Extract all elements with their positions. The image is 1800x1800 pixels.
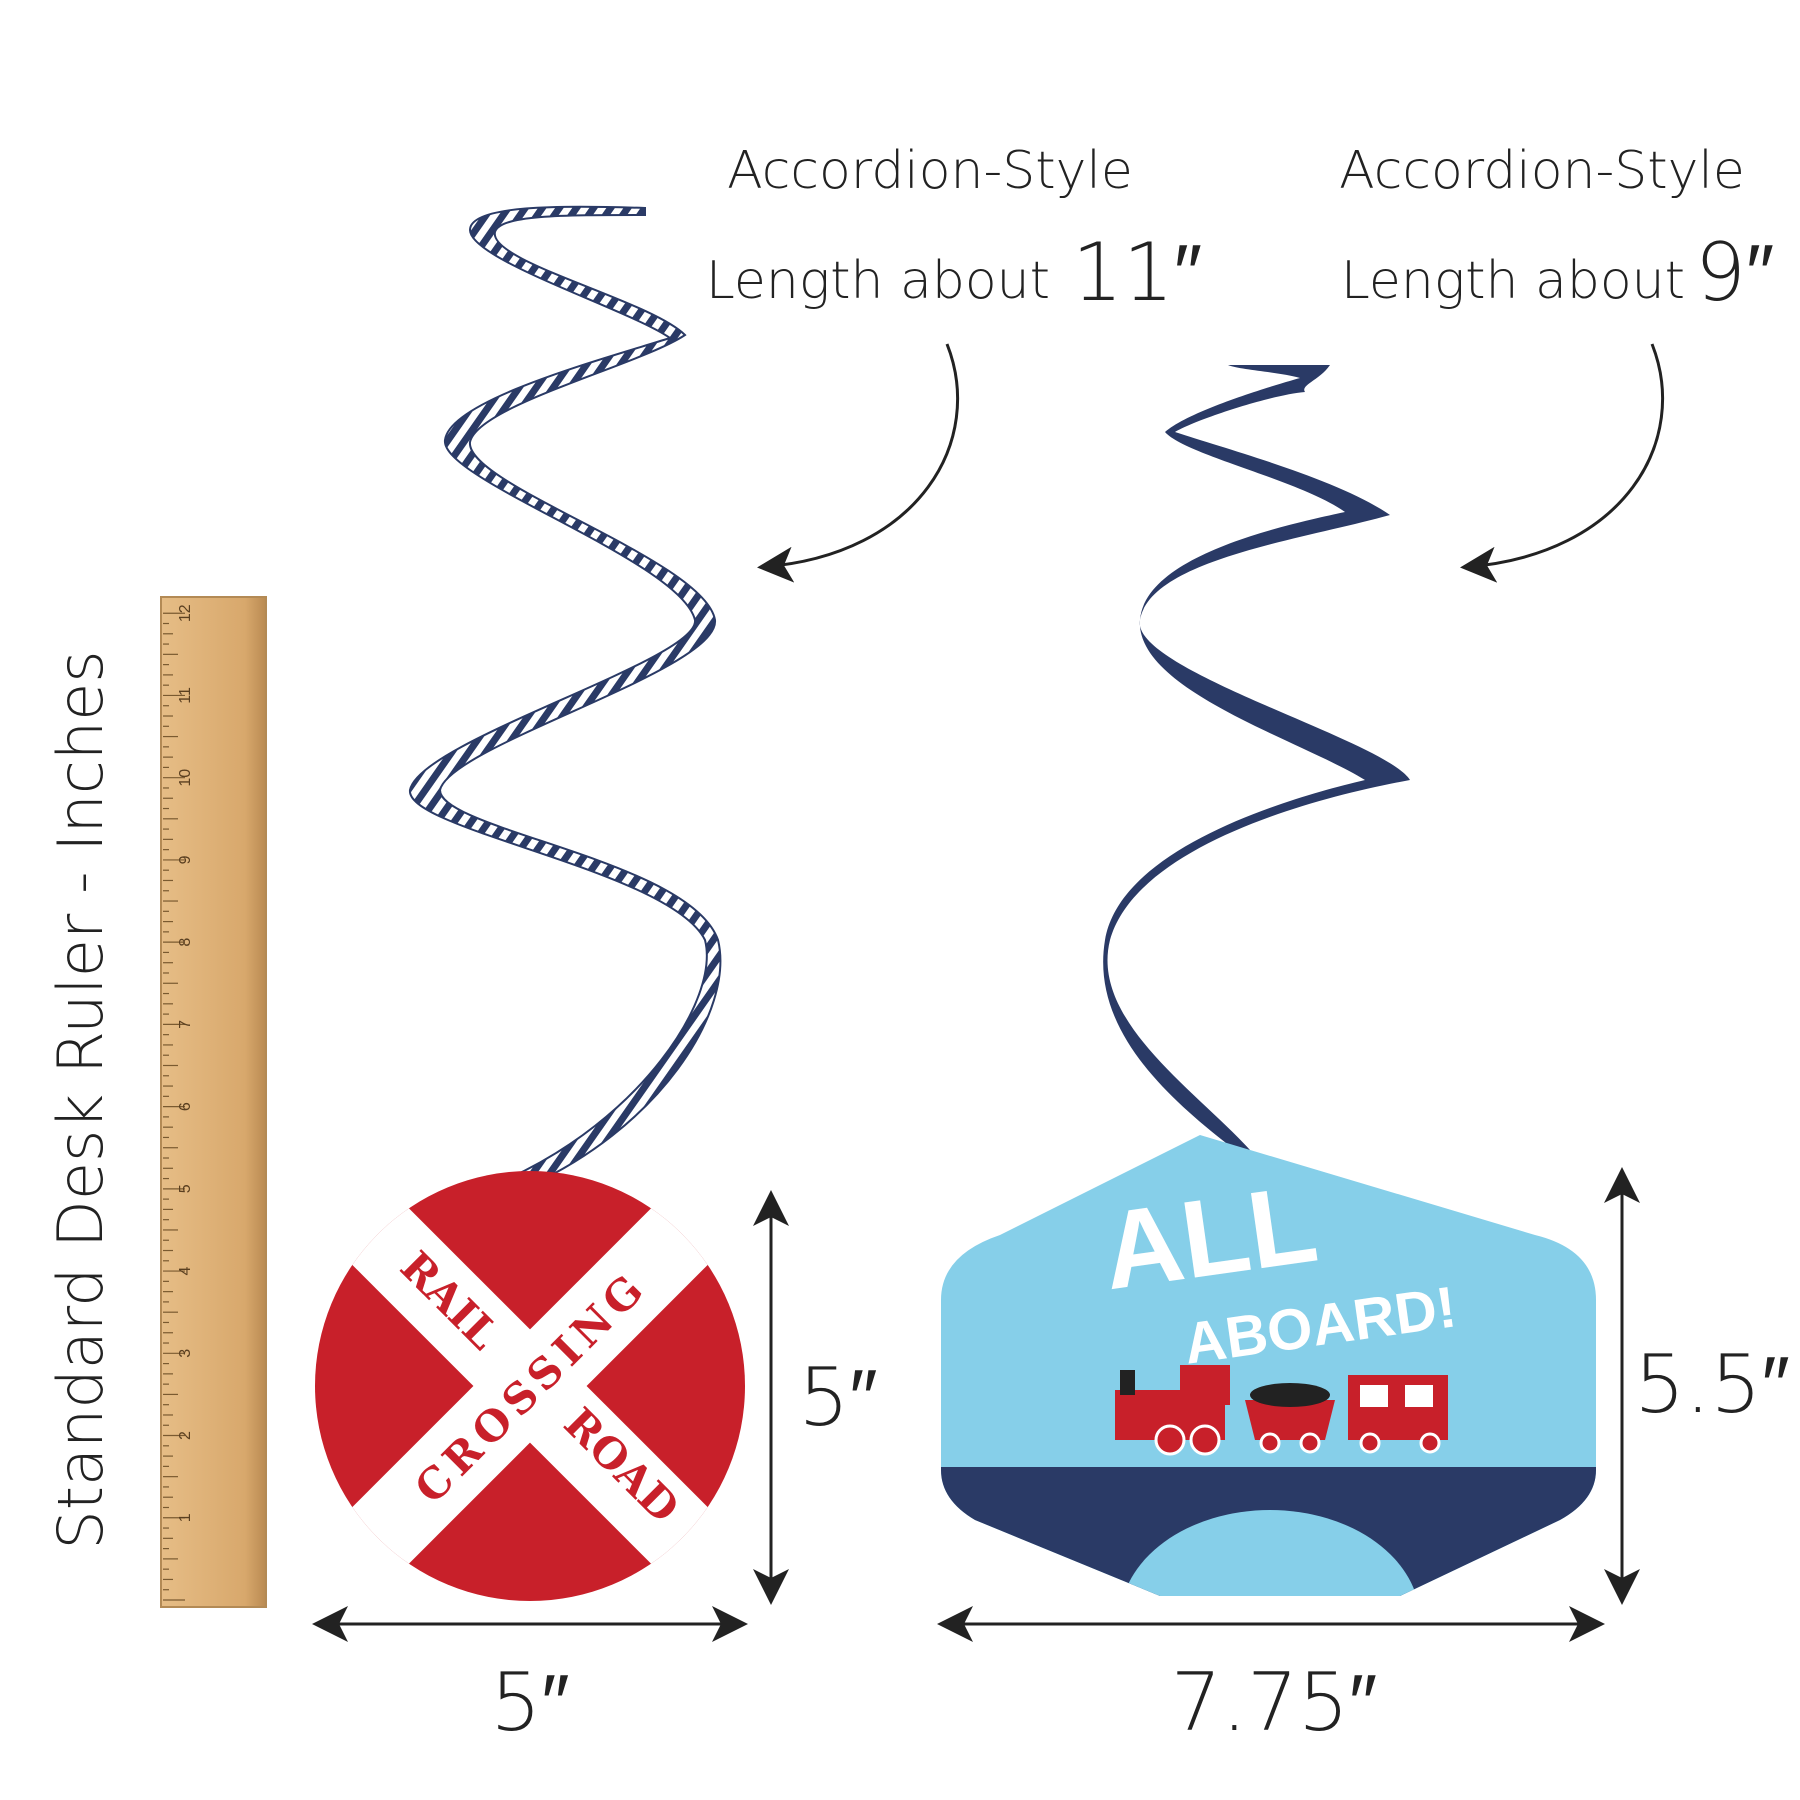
ruler-number: 2 bbox=[177, 1431, 194, 1440]
left-style-label: Accordion-Style bbox=[727, 141, 1133, 201]
navy-swirl bbox=[1103, 365, 1410, 1150]
ruler-number: 10 bbox=[177, 769, 194, 787]
striped-swirl bbox=[408, 205, 722, 1192]
right-width-label: 7.75″ bbox=[1171, 1656, 1377, 1749]
ruler-number: 4 bbox=[177, 1267, 194, 1276]
train-illustration bbox=[1115, 1365, 1448, 1456]
all-aboard-sign: ALL ABOARD! bbox=[941, 1135, 1596, 1596]
left-pointer-arrow bbox=[757, 343, 960, 583]
left-width-label: 5″ bbox=[490, 1656, 569, 1749]
ruler-number: 3 bbox=[177, 1349, 194, 1358]
ruler-number: 9 bbox=[177, 855, 194, 864]
right-length-prefix: Length about bbox=[1341, 251, 1685, 311]
left-length-prefix: Length about bbox=[706, 251, 1050, 311]
left-height-label: 5″ bbox=[798, 1351, 877, 1444]
railroad-crossing-sign: RAIL ROAD CROSSING bbox=[315, 1171, 745, 1601]
ruler-label: Standard Desk Ruler - Inches bbox=[44, 650, 117, 1549]
right-height-label: 5.5″ bbox=[1634, 1338, 1790, 1431]
left-length-value: 11″ bbox=[1072, 226, 1202, 319]
ruler-number: 8 bbox=[177, 938, 194, 947]
ruler-number: 12 bbox=[177, 604, 194, 622]
ruler-number: 5 bbox=[177, 1184, 194, 1193]
right-length-value: 9″ bbox=[1695, 226, 1774, 319]
ruler-number: 6 bbox=[177, 1102, 194, 1111]
ruler-number: 1 bbox=[177, 1513, 194, 1522]
ruler-number: 11 bbox=[177, 687, 194, 704]
sign-text-all: ALL bbox=[1095, 1162, 1324, 1314]
right-style-label: Accordion-Style bbox=[1339, 141, 1745, 201]
right-pointer-arrow bbox=[1460, 343, 1665, 583]
ruler-number: 7 bbox=[177, 1020, 194, 1029]
